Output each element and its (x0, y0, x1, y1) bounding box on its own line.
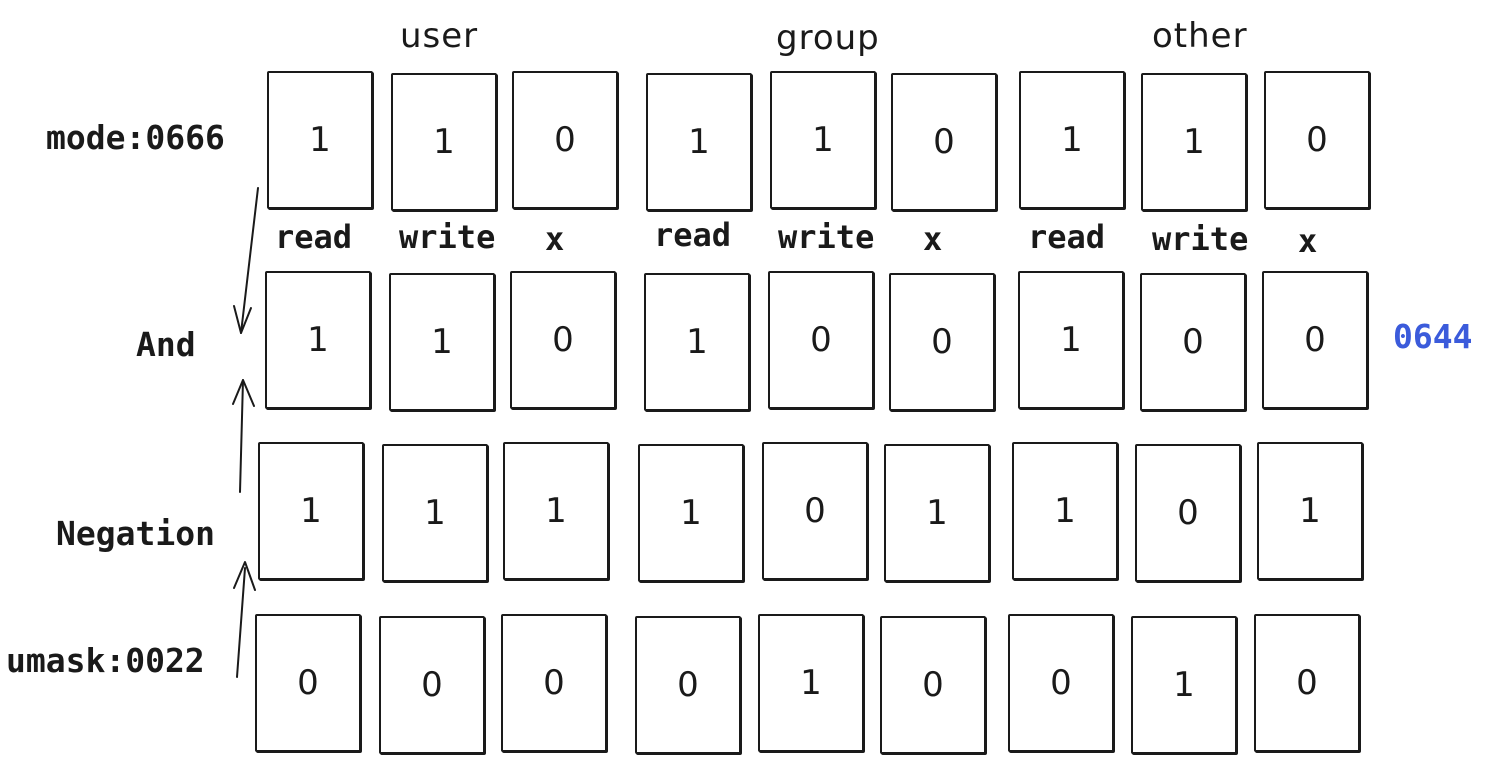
bit-umask-group-x: 0 (880, 616, 986, 754)
bit-and-user-write: 1 (389, 273, 495, 411)
group-label-group: group (776, 18, 880, 58)
bit-umask-user-x: 0 (501, 614, 607, 752)
perm-label-other-write: write (1152, 220, 1249, 258)
bit-umask-group-read: 0 (635, 616, 741, 754)
bit-negation-group-write: 0 (762, 442, 868, 580)
bit-mode-group-write: 1 (770, 71, 876, 209)
row-label-umask: umask:0022 (6, 641, 205, 680)
bit-negation-other-write: 0 (1135, 444, 1241, 582)
bit-negation-user-read: 1 (258, 442, 364, 580)
perm-label-user-read: read (275, 218, 353, 256)
bit-mode-group-x: 0 (891, 73, 997, 211)
result-value: 0644 (1393, 317, 1473, 356)
row-label-mode: mode:0666 (46, 118, 225, 157)
bit-negation-other-read: 1 (1012, 442, 1118, 580)
arrow-negation-to-and-head (232, 379, 255, 407)
perm-label-group-write: write (778, 218, 875, 256)
arrow-umask-to-negation-head (233, 561, 256, 591)
bit-umask-other-x: 0 (1254, 614, 1360, 752)
bit-mode-other-x: 0 (1264, 71, 1370, 209)
bit-negation-other-x: 1 (1257, 442, 1363, 580)
bit-and-other-read: 1 (1018, 271, 1124, 409)
bit-and-user-x: 0 (510, 271, 616, 409)
bit-negation-group-read: 1 (638, 444, 744, 582)
bit-mode-other-write: 1 (1141, 73, 1247, 211)
bit-and-group-x: 0 (889, 273, 995, 411)
perm-label-group-read: read (654, 216, 732, 254)
bit-negation-group-x: 1 (884, 444, 990, 582)
bit-umask-group-write: 1 (758, 614, 864, 752)
bit-and-group-write: 0 (768, 271, 874, 409)
perm-label-user-x: x (545, 220, 565, 258)
bit-and-user-read: 1 (265, 271, 371, 409)
row-label-negation: Negation (56, 514, 215, 553)
bit-mode-user-read: 1 (267, 71, 373, 209)
group-label-user: user (400, 16, 479, 56)
bit-mode-user-x: 0 (512, 71, 618, 209)
bit-mode-group-read: 1 (646, 73, 752, 211)
bit-negation-user-write: 1 (382, 444, 488, 582)
bit-negation-user-x: 1 (503, 442, 609, 580)
perm-label-group-x: x (923, 220, 943, 258)
arrow-negation-to-and (239, 379, 244, 493)
row-label-and: And (136, 325, 196, 364)
arrow-umask-to-negation (236, 567, 246, 678)
bit-mode-other-read: 1 (1019, 71, 1125, 209)
perm-label-other-read: read (1028, 218, 1106, 256)
bit-umask-user-write: 0 (379, 616, 485, 754)
bit-umask-other-write: 1 (1131, 616, 1237, 754)
bit-and-group-read: 1 (644, 273, 750, 411)
bit-and-other-write: 0 (1140, 273, 1246, 411)
group-label-other: other (1152, 16, 1248, 56)
arrow-mode-to-and (240, 187, 259, 334)
perm-label-user-write: write (399, 218, 496, 256)
bit-mode-user-write: 1 (391, 73, 497, 211)
arrow-mode-to-and-head (233, 305, 252, 334)
perm-label-other-x: x (1298, 222, 1318, 260)
bit-umask-user-read: 0 (255, 614, 361, 752)
bit-umask-other-read: 0 (1008, 614, 1114, 752)
bit-and-other-x: 0 (1262, 271, 1368, 409)
